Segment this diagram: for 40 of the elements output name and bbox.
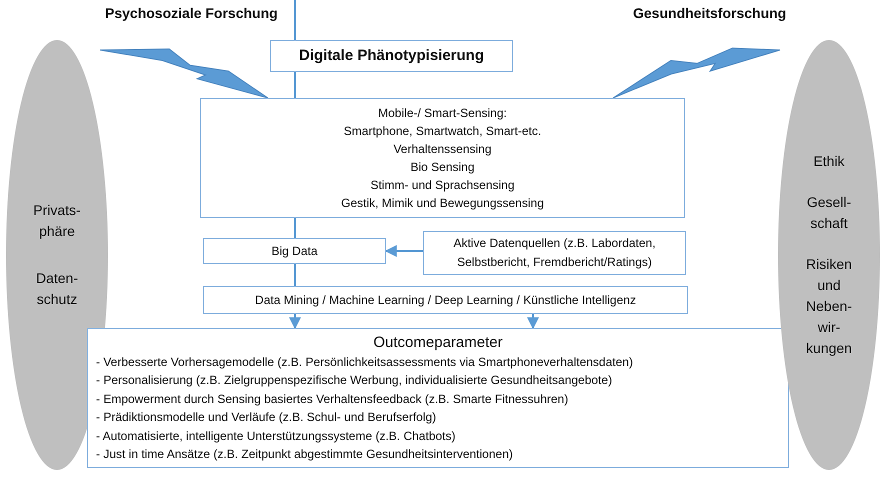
- oval-text: Privats- phäre: [32, 201, 82, 241]
- connector-line: [294, 72, 296, 98]
- heading-label: Psychosoziale Forschung: [105, 5, 278, 21]
- box-text: Gestik, Mimik und Bewegungssensing: [341, 195, 544, 212]
- box-text: Digitale Phänotypisierung: [298, 46, 484, 66]
- box-text: Verhaltenssensing: [393, 141, 492, 158]
- box-text: Smartphone, Smartwatch, Smart-etc.: [344, 123, 542, 140]
- process-box: [87, 328, 789, 468]
- list-item: - Prädiktionsmodelle und Verläufe (z.B. Schul- und Berufserfolg): [96, 409, 438, 426]
- process-box: [423, 231, 686, 275]
- process-box: [270, 40, 513, 72]
- list-item: - Just in time Ansätze (z.B. Zeitpunkt abgestimmte Gesundheitsinterventionen): [96, 446, 514, 463]
- box-text: Mobile-/ Smart-Sensing:: [378, 105, 507, 122]
- heading-label: Gesundheitsforschung: [633, 5, 786, 21]
- oval-text: Risiken und Neben- wir- kungen: [805, 255, 853, 358]
- process-box: [203, 238, 386, 264]
- list-item: - Verbesserte Vorhersagemodelle (z.B. Persönlichkeitsassessments via Smartphoneverhaltensdaten): [96, 354, 634, 370]
- box-text: Aktive Datenquellen (z.B. Labordaten, Selbstbericht, Fremdbericht/Ratings): [452, 235, 657, 271]
- lightning-bolt-arrow: [612, 48, 780, 98]
- oval-text: Daten- schutz: [34, 269, 80, 309]
- list-item: - Automatisierte, intelligente Unterstützungssysteme (z.B. Chatbots): [96, 428, 456, 444]
- process-box: [203, 286, 688, 314]
- box-text: Big Data: [271, 243, 318, 260]
- arrow: [289, 314, 301, 330]
- connector-line: [294, 0, 296, 40]
- list-item: - Personalisierung (z.B. Zielgruppenspezifische Werbung, individualisierte Gesundheitsangebote): [96, 372, 614, 389]
- oval-shape: [778, 40, 880, 470]
- box-text: Data Mining / Machine Learning / Deep Learning / Künstliche Intelligenz: [255, 292, 636, 309]
- box-text: Stimm- und Sprachsensing: [370, 177, 515, 194]
- oval-text: Gesell- schaft: [806, 193, 852, 233]
- box-text: Bio Sensing: [410, 159, 475, 176]
- oval-text: Ethik: [812, 152, 846, 171]
- connector-line: [294, 218, 296, 238]
- box-heading: Outcomeparameter: [372, 332, 504, 352]
- arrow: [384, 245, 423, 257]
- connector-line: [294, 264, 296, 286]
- arrow: [527, 314, 539, 330]
- lightning-bolt-arrow: [100, 48, 268, 98]
- list-item: - Empowerment durch Sensing basiertes Verhaltensfeedback (z.B. Smarte Fitnessuhren): [96, 390, 570, 408]
- process-box: [200, 98, 685, 218]
